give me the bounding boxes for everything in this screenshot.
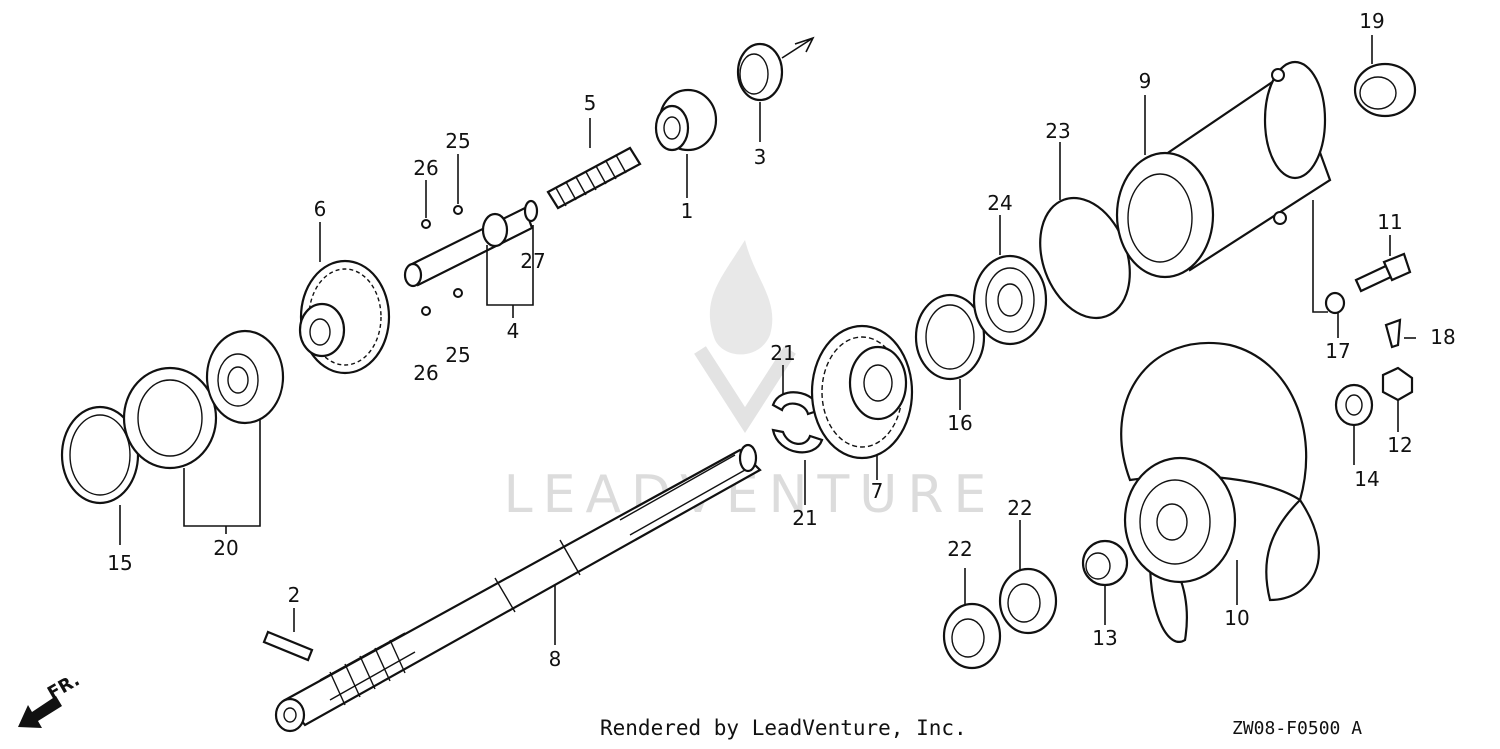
callouts: 1 2 3 4 5 6 7 8 9 10 11 12 13 14 15 16 1… (107, 9, 1455, 671)
thrust-half-lower (771, 428, 824, 454)
callout-5: 5 (584, 91, 597, 115)
pin-25-upper (453, 205, 463, 215)
callout-18: 18 (1430, 325, 1455, 349)
diagram-code: ZW08-F0500 A (1232, 718, 1363, 739)
circlip (523, 199, 539, 223)
shaft-pin (262, 630, 314, 662)
pin-25-lower (453, 288, 463, 298)
cotter-pin (1384, 318, 1402, 349)
callout-14: 14 (1354, 467, 1379, 491)
oil-seal-upper (998, 567, 1058, 635)
pin-26-lower (421, 306, 431, 316)
washer-ring (914, 293, 986, 381)
small-washer (1324, 291, 1346, 315)
callout-26a: 26 (413, 156, 438, 180)
callout-21a: 21 (770, 341, 795, 365)
tapered-bearing-cup (122, 366, 218, 470)
dog-clutch (654, 88, 718, 152)
bolt (1354, 252, 1412, 293)
spring (546, 146, 642, 210)
callout-25b: 25 (445, 343, 470, 367)
callout-12: 12 (1387, 433, 1412, 457)
callout-21b: 21 (792, 506, 817, 530)
callout-3: 3 (754, 145, 767, 169)
bearing-holder (1115, 60, 1332, 279)
rendered-by-credit: Rendered by LeadVenture, Inc. (600, 716, 967, 740)
clutch-shaft (403, 206, 534, 288)
callout-19: 19 (1359, 9, 1384, 33)
tapered-bearing-cone (205, 329, 285, 425)
bevel-gear (298, 259, 391, 375)
callout-10: 10 (1224, 606, 1249, 630)
callout-24: 24 (987, 191, 1012, 215)
leader-lines (119, 35, 1416, 645)
callout-22a: 22 (1007, 496, 1032, 520)
callout-20: 20 (213, 536, 238, 560)
callout-23: 23 (1045, 119, 1070, 143)
callout-8: 8 (549, 647, 562, 671)
spacer (1081, 539, 1129, 587)
front-arrow-icon: FR. (18, 669, 83, 728)
collar (736, 42, 784, 102)
callout-6: 6 (314, 197, 327, 221)
oil-seal-lower (942, 602, 1002, 670)
thrust-washer (1334, 383, 1374, 427)
callout-7: 7 (871, 479, 884, 503)
reverse-bevel-gear (810, 324, 914, 460)
watermark: LEADVENTURE (504, 240, 986, 525)
front-label: FR. (44, 669, 83, 704)
castle-nut (1381, 366, 1414, 402)
callout-26b: 26 (413, 361, 438, 385)
callout-9: 9 (1139, 69, 1152, 93)
pin-26-upper (421, 219, 431, 229)
callout-15: 15 (107, 551, 132, 575)
callout-17: 17 (1325, 339, 1350, 363)
callout-27: 27 (520, 249, 545, 273)
propeller-shaft (274, 443, 762, 733)
callout-2: 2 (288, 583, 301, 607)
callout-22b: 22 (947, 537, 972, 561)
callout-25a: 25 (445, 129, 470, 153)
callout-4: 4 (507, 319, 520, 343)
arrow-indicator (781, 36, 815, 59)
outer-ring (60, 405, 140, 505)
callout-13: 13 (1092, 626, 1117, 650)
propeller (1120, 342, 1320, 643)
ball-bearing (972, 254, 1048, 346)
needle-bearing (1353, 62, 1417, 118)
callout-11: 11 (1377, 210, 1402, 234)
callout-1: 1 (681, 199, 694, 223)
callout-16: 16 (947, 411, 972, 435)
